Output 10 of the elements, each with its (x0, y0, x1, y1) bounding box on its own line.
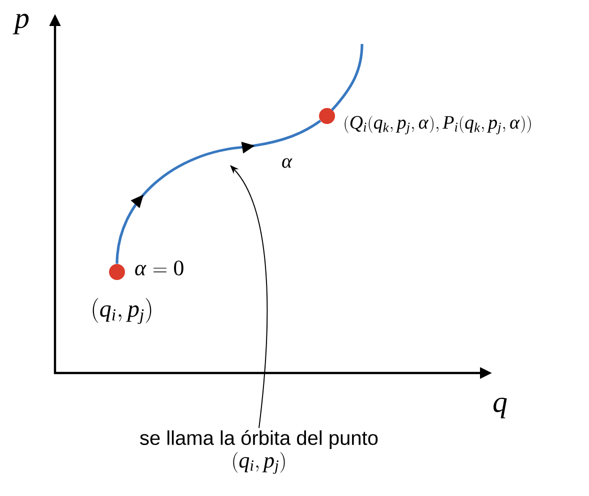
orbit-curve (116, 120, 322, 264)
point-dot (109, 264, 125, 280)
annotation-text: se llama la órbita del punto $(q_i, p_j)$ (140, 430, 378, 474)
point-label: $(q_i, p_j)$ (92, 298, 152, 324)
point-label: $\alpha = 0$ (135, 260, 184, 276)
axis-label: $p$ (12, 14, 29, 34)
point-label: $(Q_i(q_k, p_j, \alpha), P_i(q_k, p_j, \alpha))$ (344, 116, 531, 134)
point-dot (319, 108, 335, 124)
edge-label: $\alpha$ (280, 157, 294, 169)
axis-label: $q$ (494, 398, 507, 418)
